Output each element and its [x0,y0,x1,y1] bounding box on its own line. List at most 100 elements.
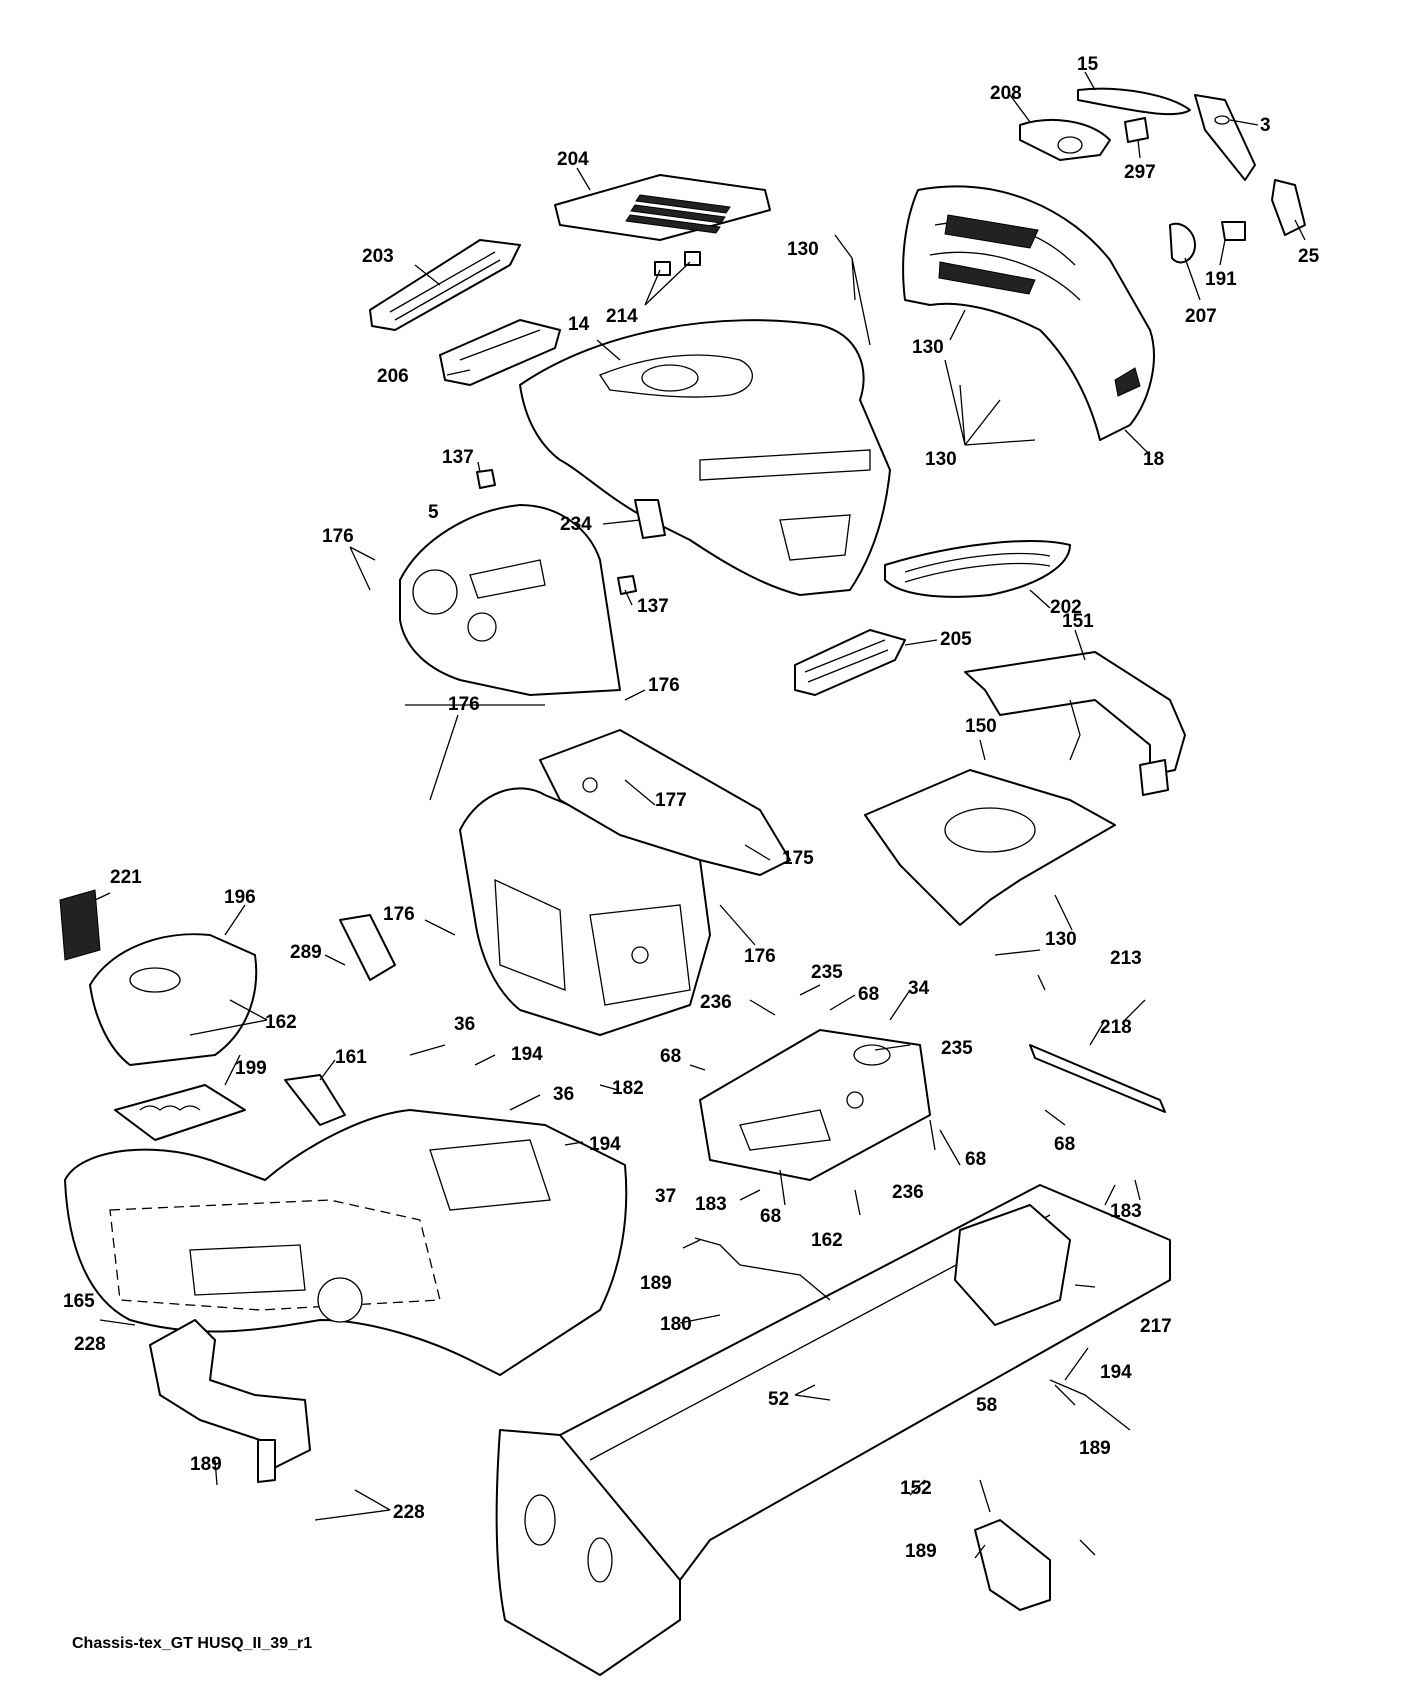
callout-label: 199 [235,1058,267,1079]
frame-rail-part-180 [495,1184,1171,1676]
side-vent-part-206 [439,319,561,386]
clip-part-214 [654,251,701,276]
callout-label: 3 [1260,115,1271,136]
callout-label: 36 [553,1084,574,1105]
callout-label: 25 [1298,246,1320,267]
callout-label: 191 [1205,269,1237,290]
bracket-part-208 [1019,119,1111,161]
callout-label: 36 [454,1014,475,1035]
rod-part-165 [694,1237,831,1301]
callout-label: 137 [442,447,474,468]
callout-label: 194 [1100,1362,1132,1383]
steering-housing-part-182 [459,787,711,1036]
vent-part-205 [794,629,906,696]
callout-label: 235 [811,962,843,983]
seat-pan-part-196 [59,889,258,1066]
callout-label: 58 [976,1395,997,1416]
hood-vent-part-204 [554,174,771,241]
fender-part-37 [64,1109,628,1376]
callout-label: 217 [1140,1316,1172,1337]
callout-label: 189 [190,1454,222,1475]
callout-label: 37 [655,1186,676,1207]
callout-label: 14 [568,314,590,335]
callout-label: 182 [612,1078,644,1099]
callout-label: 235 [941,1038,973,1059]
callout-label: 176 [448,694,480,715]
callout-label: 289 [290,942,322,963]
callout-label: 234 [560,514,592,535]
plate-part-199 [114,1084,246,1141]
callout-label: 297 [1124,162,1156,183]
callout-label: 130 [1045,929,1077,950]
callout-label: 177 [655,790,687,811]
callout-label: 151 [1062,611,1094,632]
callout-label: 221 [110,867,142,888]
mounting-bracket-part-58 [149,1319,311,1483]
callout-label: 15 [1077,54,1099,75]
callout-label: 176 [744,946,776,967]
callout-label: 206 [377,366,409,387]
clip-part-234 [634,499,666,539]
clip-part-297 [1124,117,1149,143]
callout-label: 176 [648,675,680,696]
dash-panel-part-5 [399,504,621,696]
clip-part-191 [1221,221,1246,241]
callout-label: 228 [393,1502,425,1523]
callout-label: 162 [265,1012,297,1033]
callout-label: 183 [695,1194,727,1215]
callout-label: 68 [858,984,879,1005]
callout-label: 68 [760,1206,781,1227]
callout-label: 161 [335,1047,367,1068]
grille-part-202 [884,540,1071,598]
callout-label: 189 [640,1273,672,1294]
callout-label: 236 [892,1182,924,1203]
callout-label: 183 [1110,1201,1142,1222]
trim-part-25 [1271,179,1306,236]
callout-label: 205 [940,629,972,650]
skid-plate-part-152 [974,1519,1051,1611]
clip-part-137 [476,469,637,595]
callout-label: 5 [428,502,439,523]
callout-label: 228 [74,1334,106,1355]
rod-part-217 [1049,1379,1131,1431]
callout-label: 202 [1050,597,1082,618]
callout-label: 218 [1100,1017,1132,1038]
side-vent-part-203 [369,239,521,331]
callout-label: 207 [1185,306,1217,327]
front-bumper-part-18 [902,185,1155,441]
support-bracket-part-175 [539,729,791,876]
callout-label: 52 [768,1389,789,1410]
bracket-part-3 [1194,94,1256,181]
callout-label: 137 [637,596,669,617]
callout-label: 165 [63,1291,95,1312]
callout-label: 214 [606,306,638,327]
callout-label: 176 [383,904,415,925]
callout-label: 175 [782,848,814,869]
callout-label: 180 [660,1314,692,1335]
drawing-id-caption: Chassis-tex_GT HUSQ_II_39_r1 [72,1635,312,1652]
callout-label: 203 [362,246,394,267]
callout-label: 18 [1143,449,1164,470]
cross-bar-part-218 [1029,1044,1166,1113]
bracket-part-151 [964,651,1186,796]
callout-label: 176 [322,526,354,547]
callout-label: 130 [787,239,819,260]
callout-label: 204 [557,149,589,170]
callout-label: 196 [224,887,256,908]
floor-pan-part-150 [864,769,1116,926]
callout-label: 130 [912,337,944,358]
leader-lines [94,71,1306,1559]
callout-label: 213 [1110,948,1142,969]
callout-label: 236 [700,992,732,1013]
callout-label: 68 [660,1046,681,1067]
trim-part-15 [1077,87,1191,116]
callout-labels: 15 208 3 297 204 25 191 207 203 214 130 … [63,54,1320,1562]
hood-part-14 [519,319,891,596]
clip-part-289 [339,914,396,981]
callout-label: 152 [900,1478,932,1499]
callout-label: 150 [965,716,997,737]
deck-plate-part-34 [699,1029,931,1181]
callout-label: 34 [908,978,930,999]
callout-label: 194 [589,1134,621,1155]
